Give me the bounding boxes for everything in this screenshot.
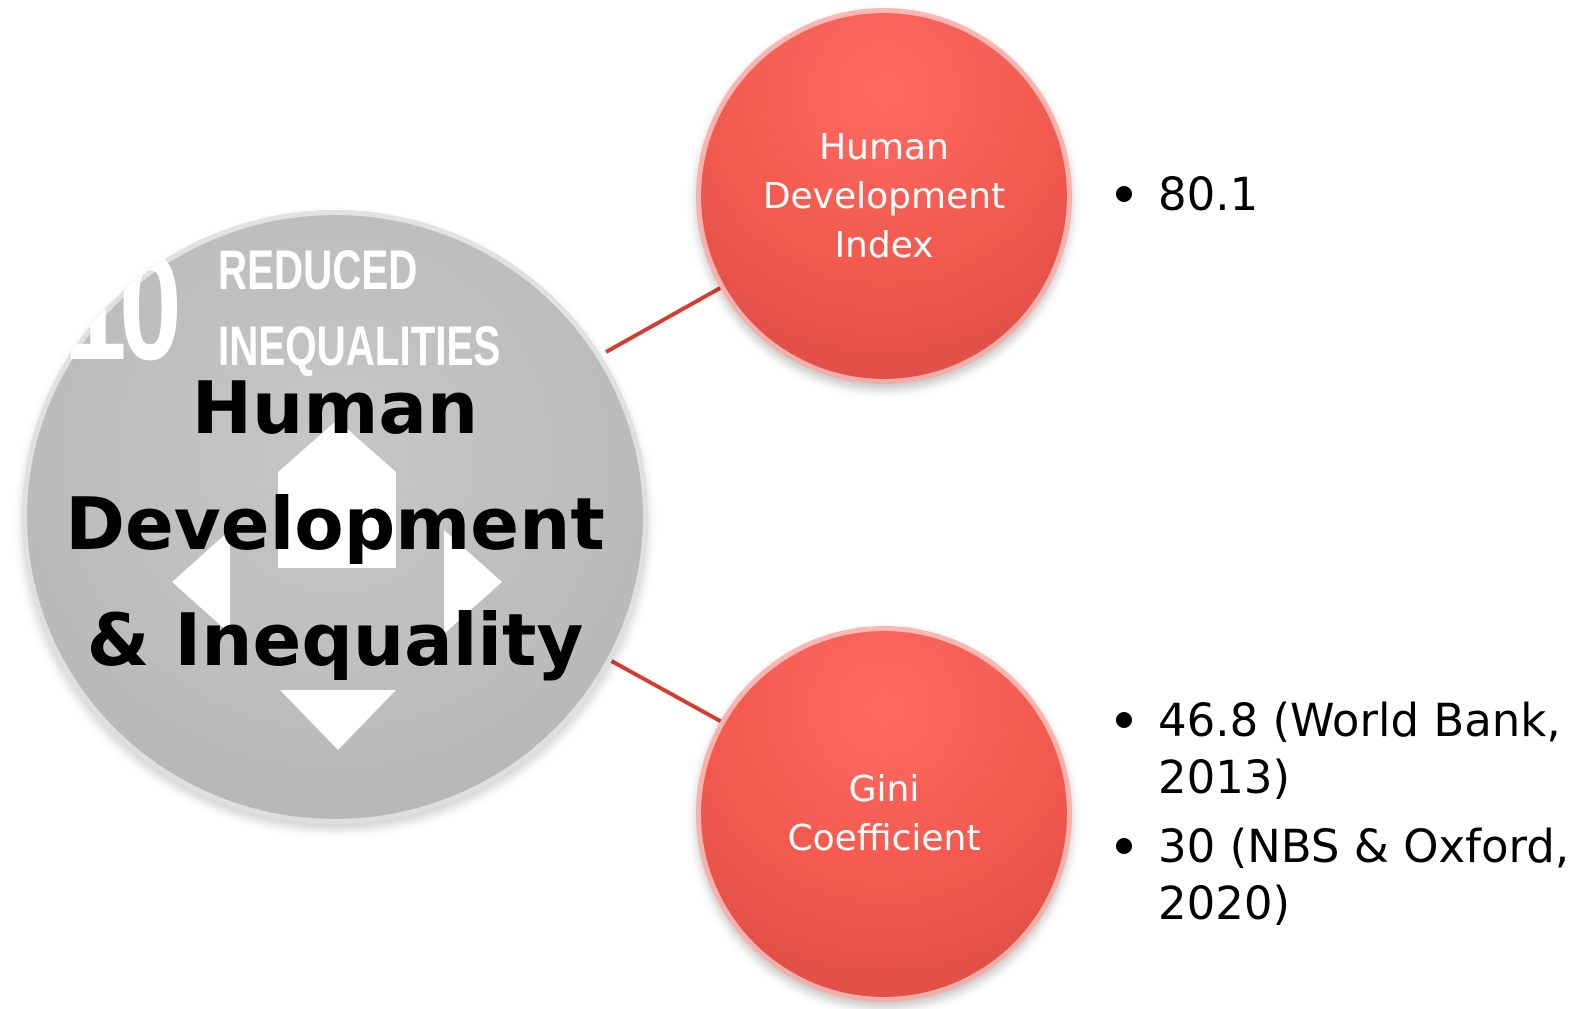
list-item-text: 30 (NBS & Oxford, — [1158, 820, 1570, 873]
node-label: Gini Coefficient — [788, 765, 981, 863]
node-label-line: Coefficient — [787, 818, 981, 859]
node-human-development-index: Human Development Index — [696, 8, 1072, 384]
bullet-icon — [1116, 186, 1132, 202]
connector-to-hdi — [605, 285, 723, 354]
list-item-text: 80.1 — [1158, 168, 1259, 221]
sdg-goal-title-line1: REDUCED — [218, 238, 418, 301]
list-item-text: 2020) — [1158, 877, 1291, 930]
list-item: 80.1 — [1116, 166, 1258, 223]
central-topic-line: & Inequality — [86, 598, 584, 682]
node-label-line: Index — [834, 224, 934, 266]
sdg-goal-number: 10 — [64, 223, 182, 391]
connector-to-gini — [605, 656, 723, 724]
node-label-line: Gini — [848, 769, 920, 810]
list-item: 46.8 (World Bank, 2013) — [1116, 692, 1569, 806]
bullet-icon — [1116, 712, 1132, 728]
sdg-goal-title-line2: INEQUALITIES — [218, 314, 501, 377]
central-topic-line: Development — [65, 482, 605, 566]
list-item-text: 46.8 (World Bank, — [1158, 694, 1561, 747]
node-label: Human Development Index — [763, 123, 1005, 270]
list-item-text: 2013) — [1158, 751, 1291, 804]
list-item: 30 (NBS & Oxford, 2020) — [1116, 818, 1569, 932]
node-label-line: Development — [762, 175, 1006, 217]
central-topic-circle: 10 REDUCED INEQUALITIES — [22, 210, 648, 824]
central-topic-label: Human Development & Inequality — [22, 350, 648, 698]
gini-values-list: 46.8 (World Bank, 2013) 30 (NBS & Oxford… — [1116, 692, 1569, 944]
node-gini-coefficient: Gini Coefficient — [696, 626, 1072, 1002]
hdi-values-list: 80.1 — [1116, 166, 1258, 235]
central-topic-line: Human — [191, 366, 479, 450]
bullet-icon — [1116, 838, 1132, 854]
reduced-inequalities-icon — [172, 420, 502, 750]
node-label-line: Human — [819, 126, 949, 168]
